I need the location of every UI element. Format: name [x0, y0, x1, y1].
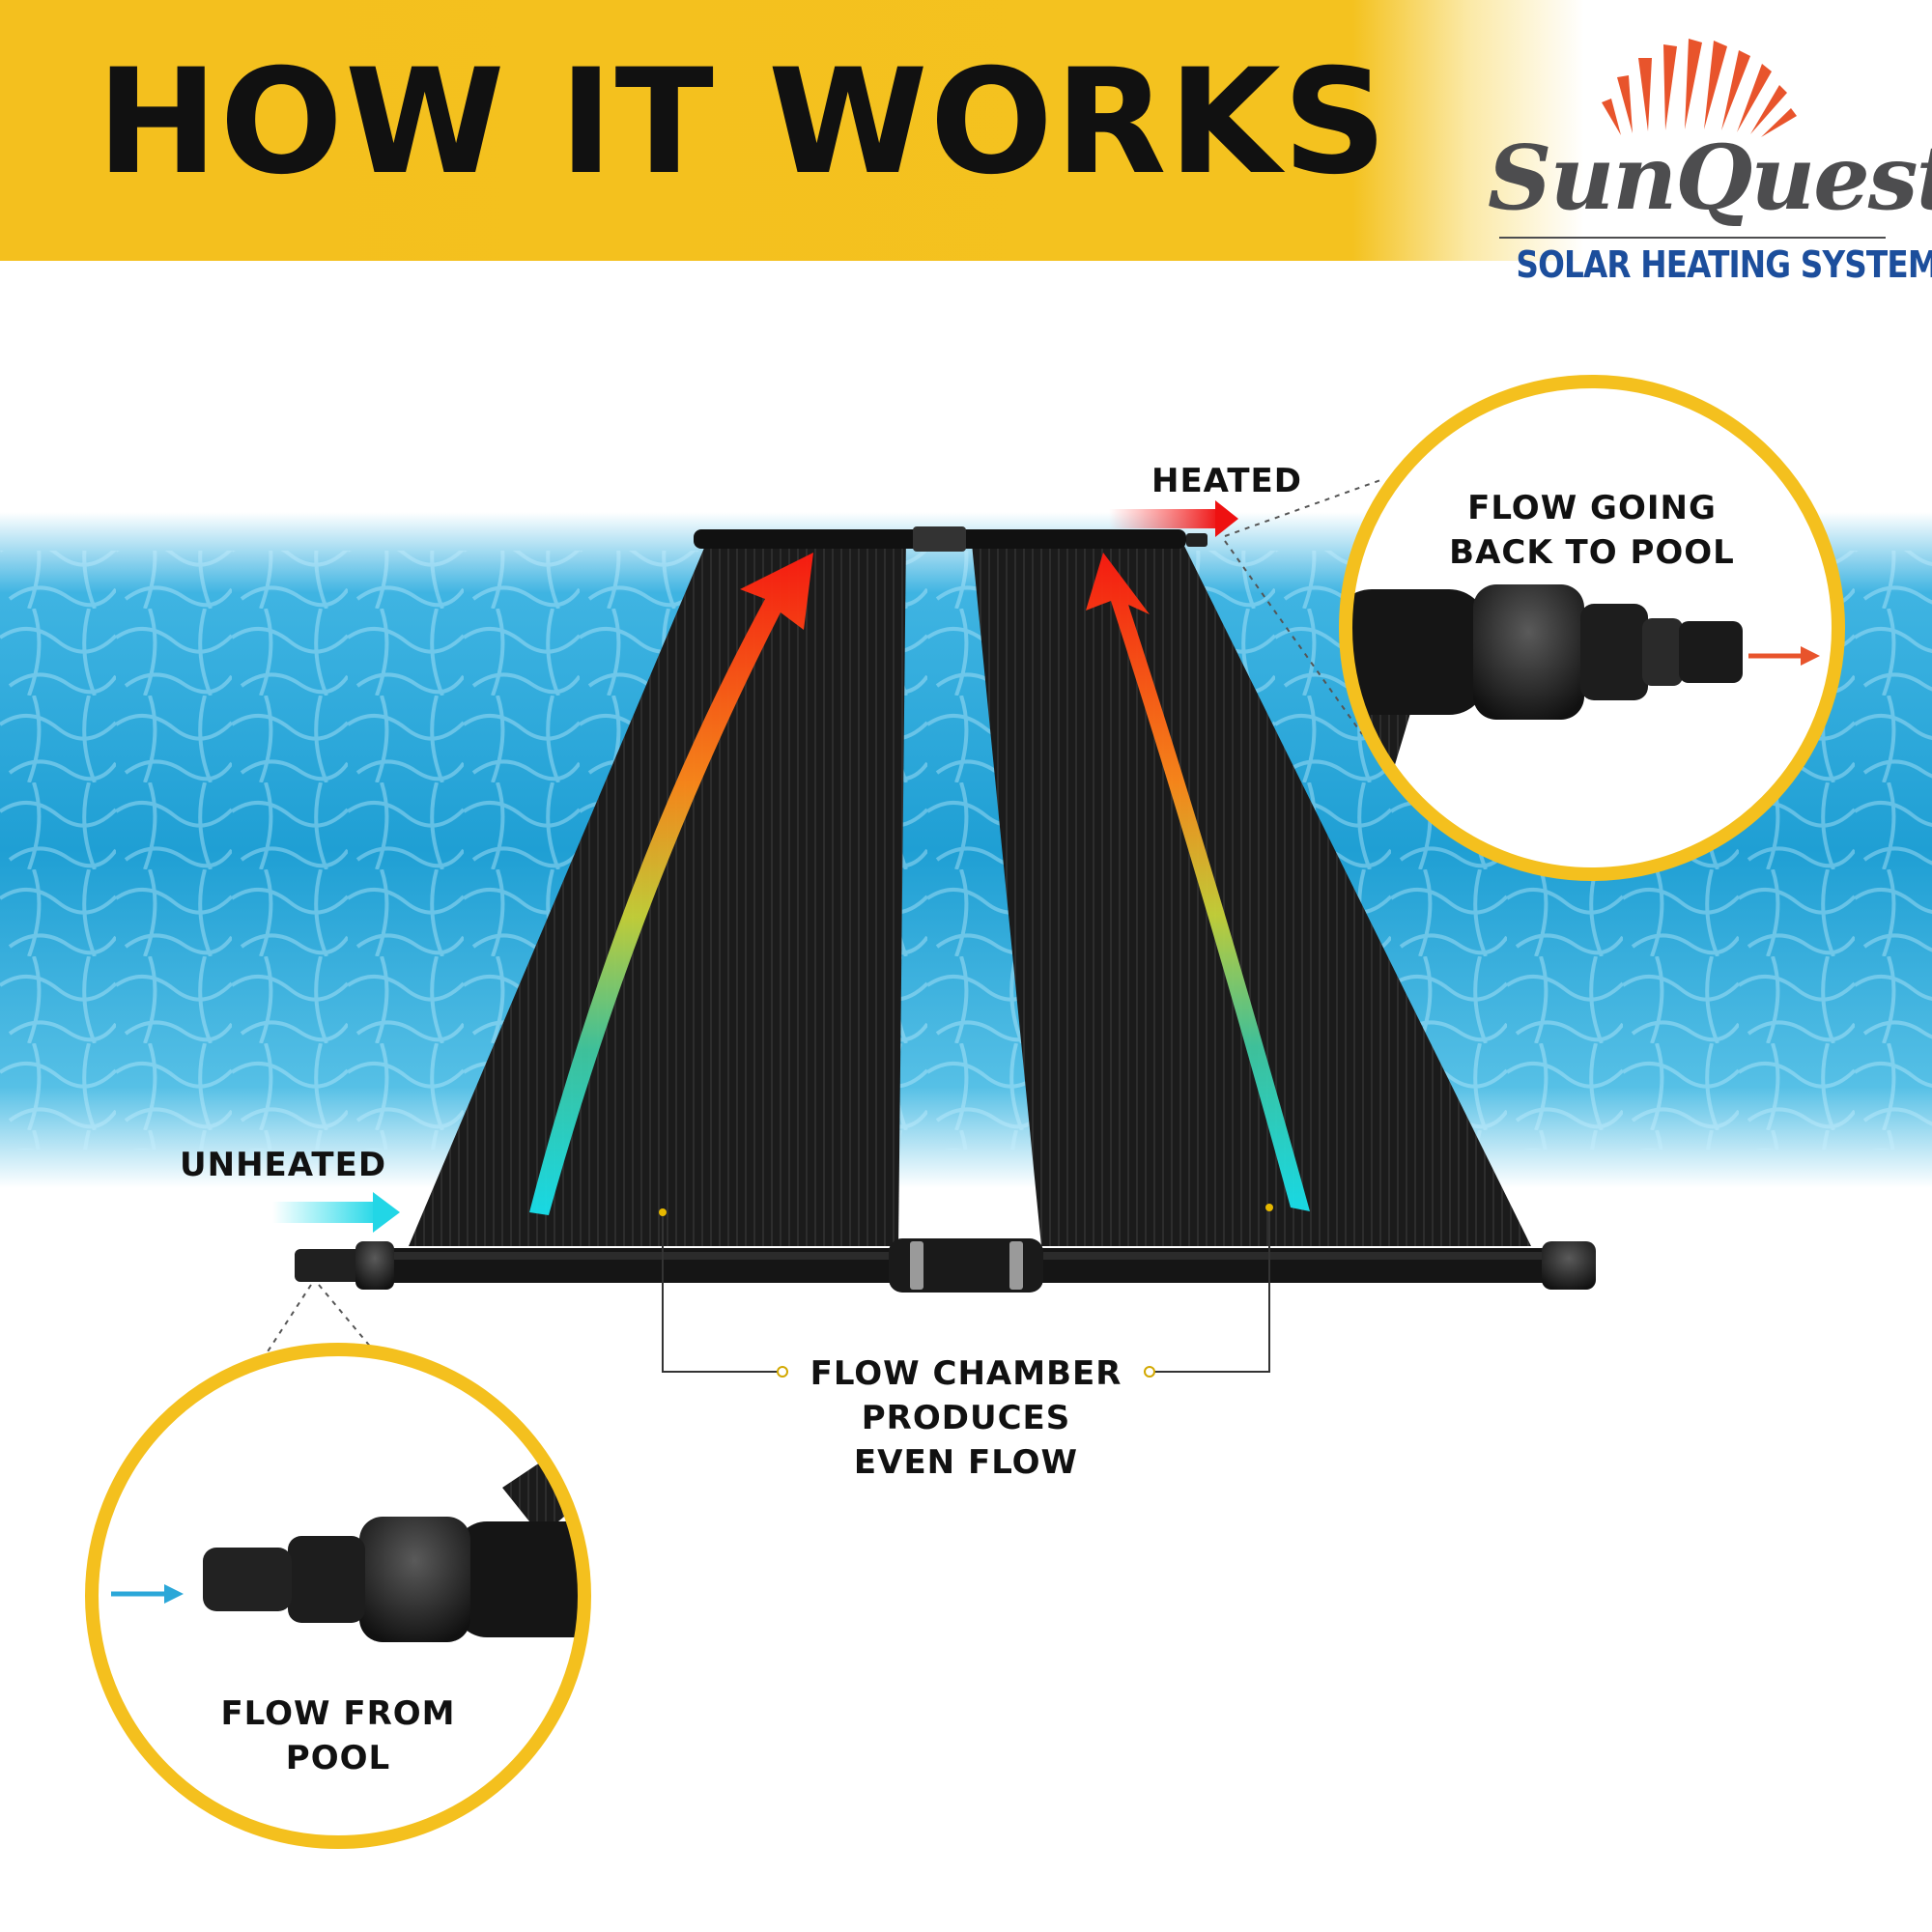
right-end-cap	[1542, 1241, 1596, 1290]
flow-chamber-coupler	[889, 1238, 1043, 1293]
chamber-line-2: PRODUCES	[861, 1398, 1071, 1437]
flow-from-line-2: POOL	[285, 1738, 391, 1777]
chamber-line-3: EVEN FLOW	[853, 1442, 1079, 1482]
sun-rays-icon	[1602, 39, 1797, 137]
callout-leaders	[260, 478, 1384, 1363]
header-banner: HOW IT WORKS	[0, 0, 1932, 261]
solar-panel-left	[409, 534, 906, 1246]
brand-divider	[1499, 237, 1886, 239]
page-title: HOW IT WORKS	[97, 39, 1389, 207]
outlet-flow-arrow-icon	[1748, 646, 1820, 666]
unheated-label: UNHEATED	[180, 1146, 387, 1184]
flow-from-pool-label: FLOW FROM POOL	[145, 1692, 531, 1781]
outlet-fitting	[1473, 584, 1584, 720]
heat-flow-arrow-right	[1086, 553, 1310, 1211]
flow-back-line-1: FLOW GOING	[1467, 489, 1717, 527]
solar-panel-right	[971, 534, 1531, 1246]
brand-subtitle: SOLAR HEATING SYSTEM	[1516, 243, 1932, 286]
top-header-pipe	[694, 526, 1208, 552]
flow-chamber-label: FLOW CHAMBER PRODUCES EVEN FLOW	[773, 1352, 1159, 1486]
heat-flow-arrow-left	[529, 553, 813, 1215]
sunquest-logo: SunQuest SOLAR HEATING SYSTEM	[1488, 39, 1932, 299]
bottom-header-pipe	[357, 1238, 1565, 1293]
inlet-flow-arrow-icon	[111, 1584, 184, 1604]
heated-arrow-icon	[1109, 500, 1238, 537]
chamber-line-1: FLOW CHAMBER	[810, 1354, 1122, 1393]
inlet-fitting	[295, 1241, 394, 1290]
flow-back-to-pool-label: FLOW GOING BACK TO POOL	[1399, 487, 1785, 576]
heated-label: HEATED	[1151, 462, 1302, 500]
flow-from-line-1: FLOW FROM	[220, 1694, 456, 1733]
inlet-fitting-closeup	[359, 1517, 470, 1642]
unheated-arrow-icon	[272, 1192, 400, 1233]
brand-name: SunQuest	[1488, 126, 1932, 230]
flow-chamber-bracket	[659, 1204, 1273, 1378]
flow-back-line-2: BACK TO POOL	[1449, 532, 1735, 572]
